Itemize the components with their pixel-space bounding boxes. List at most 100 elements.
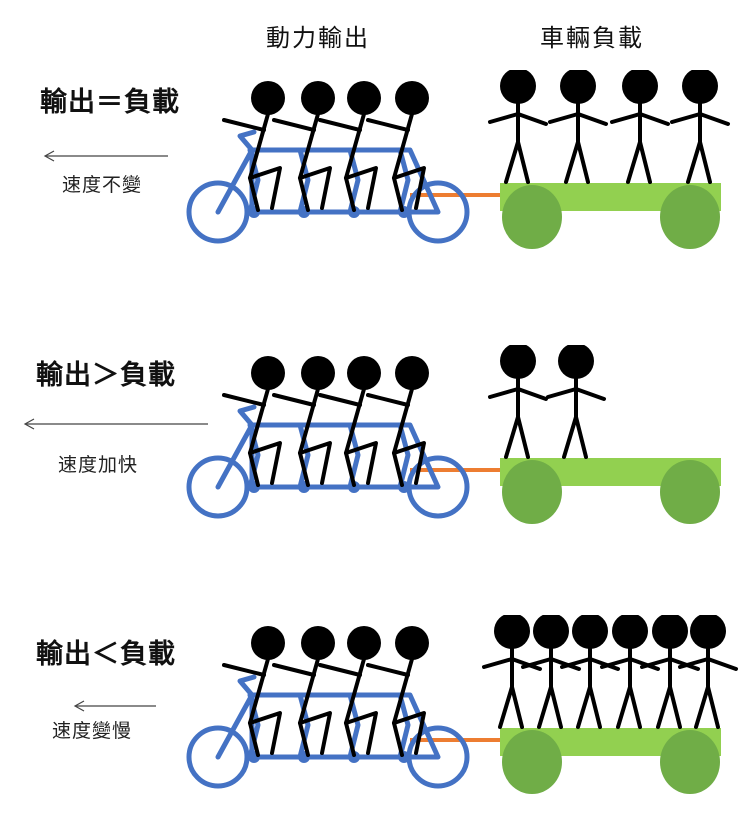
scene-greater (186, 345, 721, 524)
seat-tube (297, 147, 311, 215)
cart-wheel (660, 730, 720, 794)
front-wheel (186, 455, 250, 519)
rider-torso (248, 112, 270, 180)
rider-torso (344, 657, 366, 725)
rider-head (347, 81, 381, 115)
passenger-head (560, 70, 596, 104)
rider-figure (272, 626, 335, 757)
speed-arrow-icon (23, 418, 208, 430)
rider-head (301, 81, 335, 115)
scene-less (186, 615, 738, 794)
passenger-head (533, 615, 569, 649)
passenger-legs (504, 140, 530, 184)
power-output-header: 動力輸出 (266, 24, 370, 52)
rider-torso (298, 657, 320, 725)
passenger-legs (504, 415, 530, 459)
cart-wheel (502, 185, 562, 249)
rider-torso (392, 387, 414, 455)
rider-head (395, 356, 429, 390)
cart (410, 728, 721, 794)
rider-arm (366, 118, 410, 132)
bike-frame (215, 147, 441, 215)
passenger-legs (576, 685, 602, 729)
rider-figure (318, 626, 381, 757)
rider-torso (248, 387, 270, 455)
rider-torso (298, 112, 320, 180)
passenger-legs (694, 685, 720, 729)
rider-leg (392, 721, 404, 757)
bike-frame (215, 692, 441, 760)
handlebar (237, 674, 257, 698)
seat-tube (247, 147, 261, 215)
passenger-arms (678, 657, 738, 671)
relation-label: 輸出＜負載 (36, 639, 176, 670)
rider-head (251, 626, 285, 660)
passenger-figure (560, 615, 620, 729)
passenger-figure (678, 615, 738, 729)
rider-arm (272, 393, 316, 407)
rider-arm (318, 393, 362, 407)
passenger-figure (546, 345, 606, 459)
rider-figure (366, 81, 429, 212)
tandem-bicycle (186, 404, 470, 519)
rider-leg (344, 166, 378, 210)
passenger-legs (656, 685, 682, 729)
vehicle-load-header: 車輛負載 (540, 24, 644, 52)
passenger-figure (670, 70, 730, 184)
scene-equal (186, 70, 730, 249)
rider-leg (298, 176, 310, 212)
seat-tube (397, 422, 411, 490)
rider-leg (344, 441, 378, 485)
rider-head (251, 356, 285, 390)
passenger-legs (626, 140, 652, 184)
rider-arm (272, 663, 316, 677)
passenger-arms (488, 387, 548, 401)
rider-leg (392, 451, 404, 487)
handlebar (237, 129, 257, 153)
rider-figure (366, 626, 429, 757)
passenger-figure (548, 70, 608, 184)
rider-leg (248, 721, 260, 757)
rider-head (395, 81, 429, 115)
cart-wheel (502, 460, 562, 524)
front-wheel (186, 180, 250, 244)
rider-torso (344, 387, 366, 455)
rider-leg (298, 441, 332, 485)
rider-leg (344, 721, 356, 757)
passenger-figure (600, 615, 660, 729)
speed-label: 速度變慢 (52, 720, 133, 742)
passenger-head (500, 70, 536, 104)
rider-arm (366, 393, 410, 407)
relation-label: 輸出＞負載 (36, 360, 176, 391)
passenger-figure (488, 345, 548, 459)
rider-head (251, 81, 285, 115)
passenger-legs (564, 140, 590, 184)
rider-figure (366, 356, 429, 487)
rider-head (301, 356, 335, 390)
rider-leg (298, 451, 310, 487)
relation-label: 輸出＝負載 (40, 87, 180, 118)
seat-tube (297, 692, 311, 760)
passenger-arms (548, 112, 608, 126)
passenger-arms (488, 112, 548, 126)
speed-arrow-icon (43, 150, 168, 162)
rider-leg (248, 451, 260, 487)
rider-leg (298, 166, 332, 210)
passenger-figure (521, 615, 581, 729)
rider-head (301, 626, 335, 660)
passenger-head (682, 70, 718, 104)
passenger-arms (610, 112, 670, 126)
rider-leg (392, 176, 404, 212)
rider-leg (392, 711, 426, 755)
rider-arm (222, 663, 266, 677)
rider-torso (298, 387, 320, 455)
passenger-head (494, 615, 530, 649)
rider-torso (248, 657, 270, 725)
tandem-bicycle (186, 129, 470, 244)
speed-arrow-icon (73, 700, 156, 712)
rider-torso (392, 657, 414, 725)
cart-wheel (502, 730, 562, 794)
rider-figure (222, 81, 285, 212)
seat-tube (397, 147, 411, 215)
passenger-head (622, 70, 658, 104)
